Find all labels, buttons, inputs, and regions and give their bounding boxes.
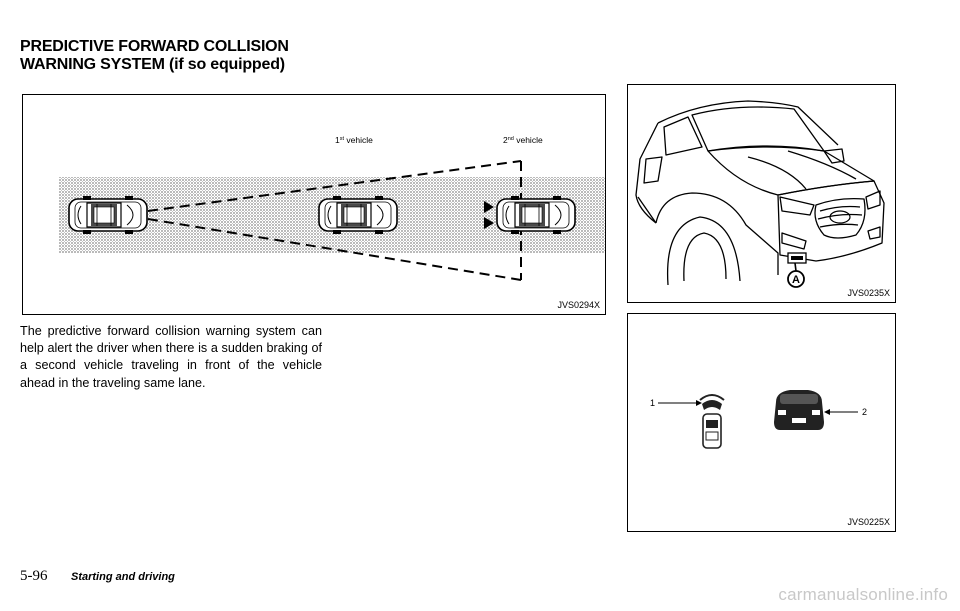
first-vehicle-icon [318, 195, 398, 235]
sensor-location-figure: A JVS0235X [627, 84, 896, 303]
callout-2-label: 2 [862, 407, 867, 417]
own-vehicle-icon [68, 195, 148, 235]
heading-line-2: WARNING SYSTEM (if so equipped) [20, 56, 285, 73]
body-paragraph: The predictive forward collision warning… [20, 324, 322, 390]
collision-diagram: 1st vehicle 2nd vehicle [59, 135, 605, 281]
callout-a-label: A [792, 274, 800, 286]
callout-a-circle [787, 270, 805, 288]
section-heading: PREDICTIVE FORWARD COLLISION WARNING SYS… [20, 38, 289, 74]
own-vehicle-indicator-icon [699, 394, 725, 449]
second-vehicle-label: 2nd vehicle [503, 135, 543, 145]
first-vehicle-label: 1st vehicle [335, 135, 373, 145]
emblem-icon [829, 210, 851, 224]
warning-indicator-figure: 1 2 JVS0225X [627, 313, 896, 532]
vehicle-ahead-indicator-icon [774, 390, 824, 430]
second-vehicle-icon [496, 195, 576, 235]
vehicle-front-illustration: A [635, 100, 885, 288]
figure-code: JVS0235X [847, 288, 890, 298]
callout-1-label: 1 [650, 398, 655, 408]
brake-lights-icon [484, 201, 494, 229]
collision-diagram-figure: 1st vehicle 2nd vehicle JVS0294X [22, 94, 606, 315]
heading-line-1: PREDICTIVE FORWARD COLLISION [20, 38, 289, 55]
page-number: 5-96 [20, 568, 48, 584]
watermark-text: carmanualsonline.info [778, 585, 948, 604]
figure-code: JVS0294X [557, 300, 600, 310]
indicator-illustration: 1 2 [650, 390, 867, 449]
footer-section-title: Starting and driving [71, 571, 175, 583]
figure-code: JVS0225X [847, 517, 890, 527]
